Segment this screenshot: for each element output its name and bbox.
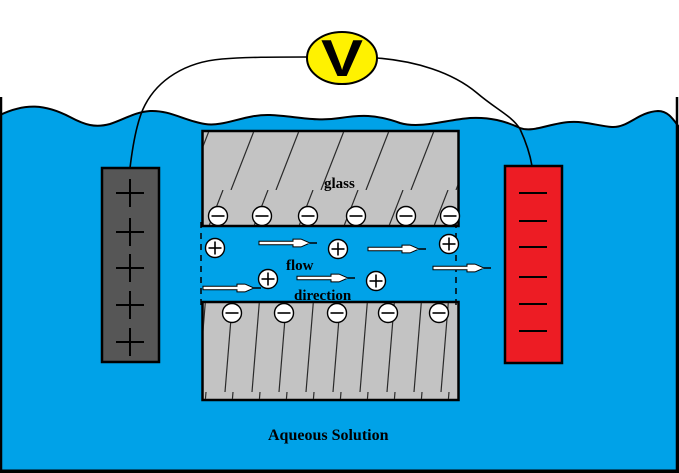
positive-ion — [204, 237, 226, 259]
negative-ion — [377, 302, 399, 324]
flow-arrow — [367, 244, 426, 254]
direction-label: direction — [294, 288, 352, 304]
glass-plate-top — [201, 129, 460, 228]
negative-ion — [251, 205, 273, 227]
positive-ion — [257, 268, 279, 290]
negative-ion — [273, 302, 295, 324]
plus-sign — [116, 179, 144, 207]
positive-ion — [365, 270, 387, 292]
negative-ion — [207, 205, 229, 227]
electrode-negative — [503, 164, 564, 365]
positive-ion — [327, 238, 349, 260]
flow-label: flow — [286, 258, 314, 274]
ions-layer — [204, 205, 461, 324]
voltmeter-body — [306, 31, 378, 85]
wire-left — [129, 56, 308, 169]
positive-ion — [438, 233, 460, 255]
negative-ion — [428, 302, 450, 324]
negative-ion — [395, 205, 417, 227]
electrode-polarity-signs — [116, 179, 547, 356]
wire-right — [376, 57, 533, 167]
negative-ion — [439, 205, 461, 227]
flow-arrow — [202, 283, 261, 293]
voltmeter-label: V — [321, 30, 363, 88]
plus-sign — [116, 254, 144, 282]
negative-ion — [221, 302, 243, 324]
plus-sign — [116, 218, 144, 246]
negative-ion — [297, 205, 319, 227]
flow-arrow — [432, 263, 491, 273]
flow-arrow — [296, 273, 355, 283]
flow-arrows-layer — [202, 238, 491, 293]
negative-ion — [345, 205, 367, 227]
flow-arrow — [258, 238, 317, 248]
voltmeter: V — [306, 30, 378, 88]
plus-sign — [116, 328, 144, 356]
plus-sign — [116, 291, 144, 319]
glass-label: glass — [324, 176, 355, 192]
negative-ion — [326, 302, 348, 324]
aqueous-solution-label: Aqueous Solution — [268, 427, 389, 444]
